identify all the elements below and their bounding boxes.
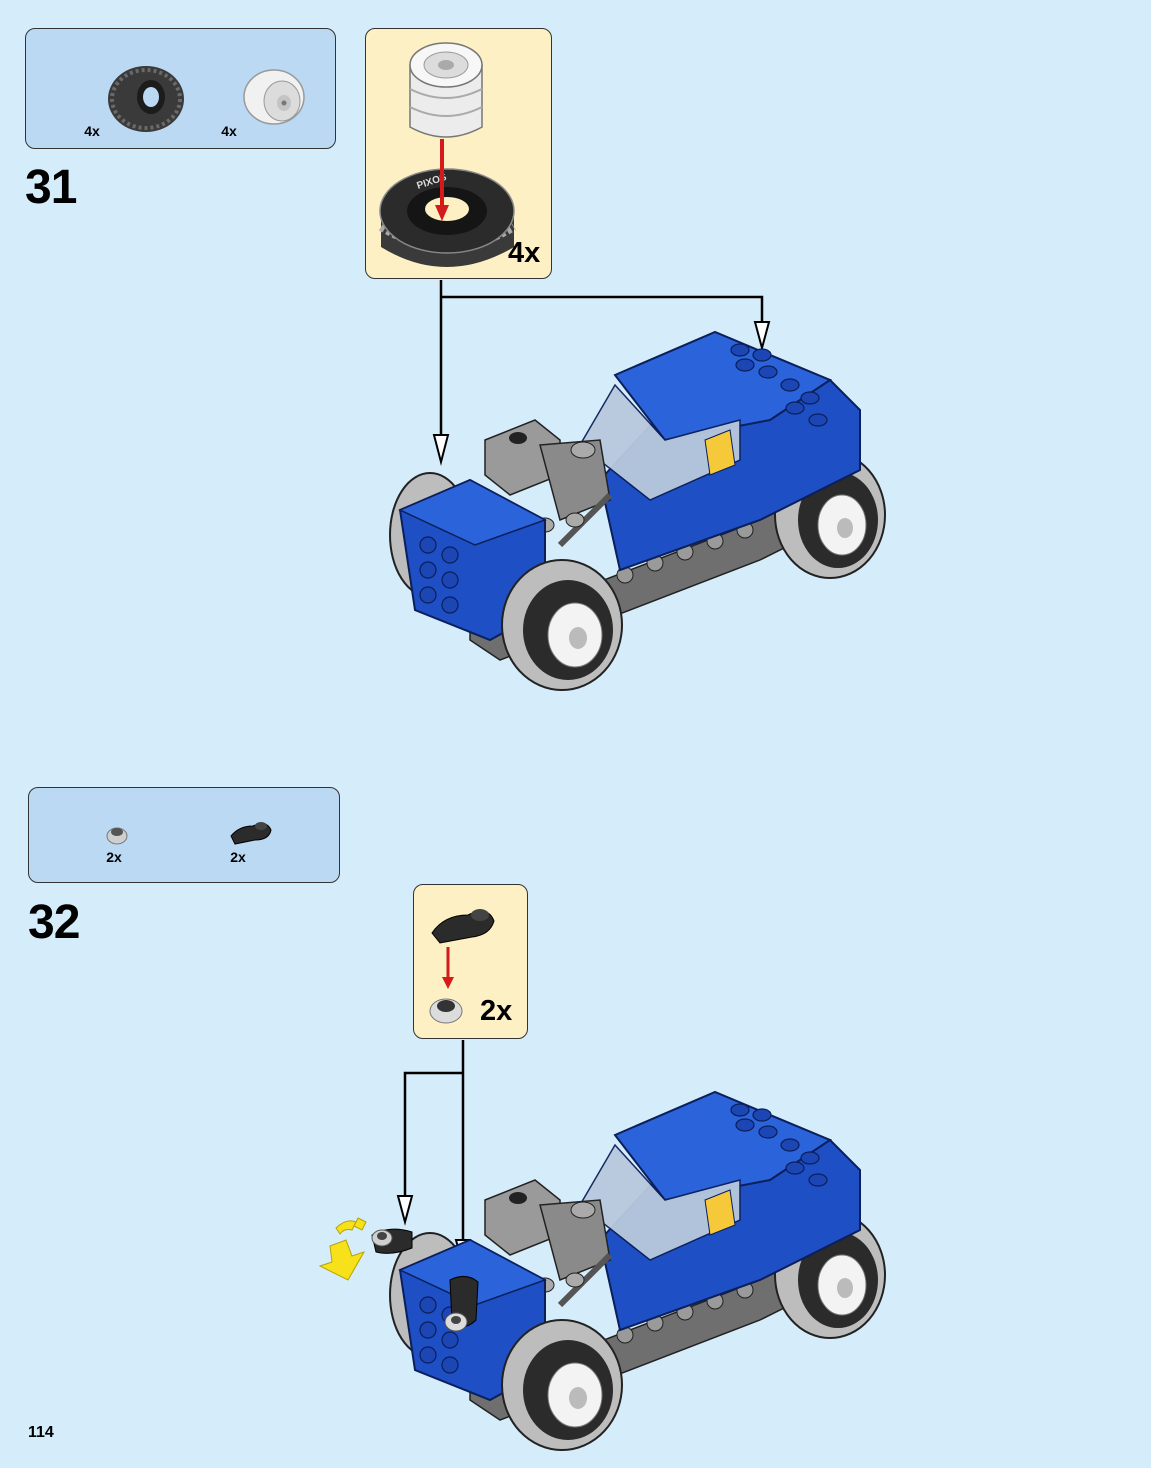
page-number: 114 [28,1424,54,1442]
motion-arrow-icon [320,1218,366,1280]
front-wheel [502,1320,622,1450]
headlight-clip [372,1229,412,1253]
